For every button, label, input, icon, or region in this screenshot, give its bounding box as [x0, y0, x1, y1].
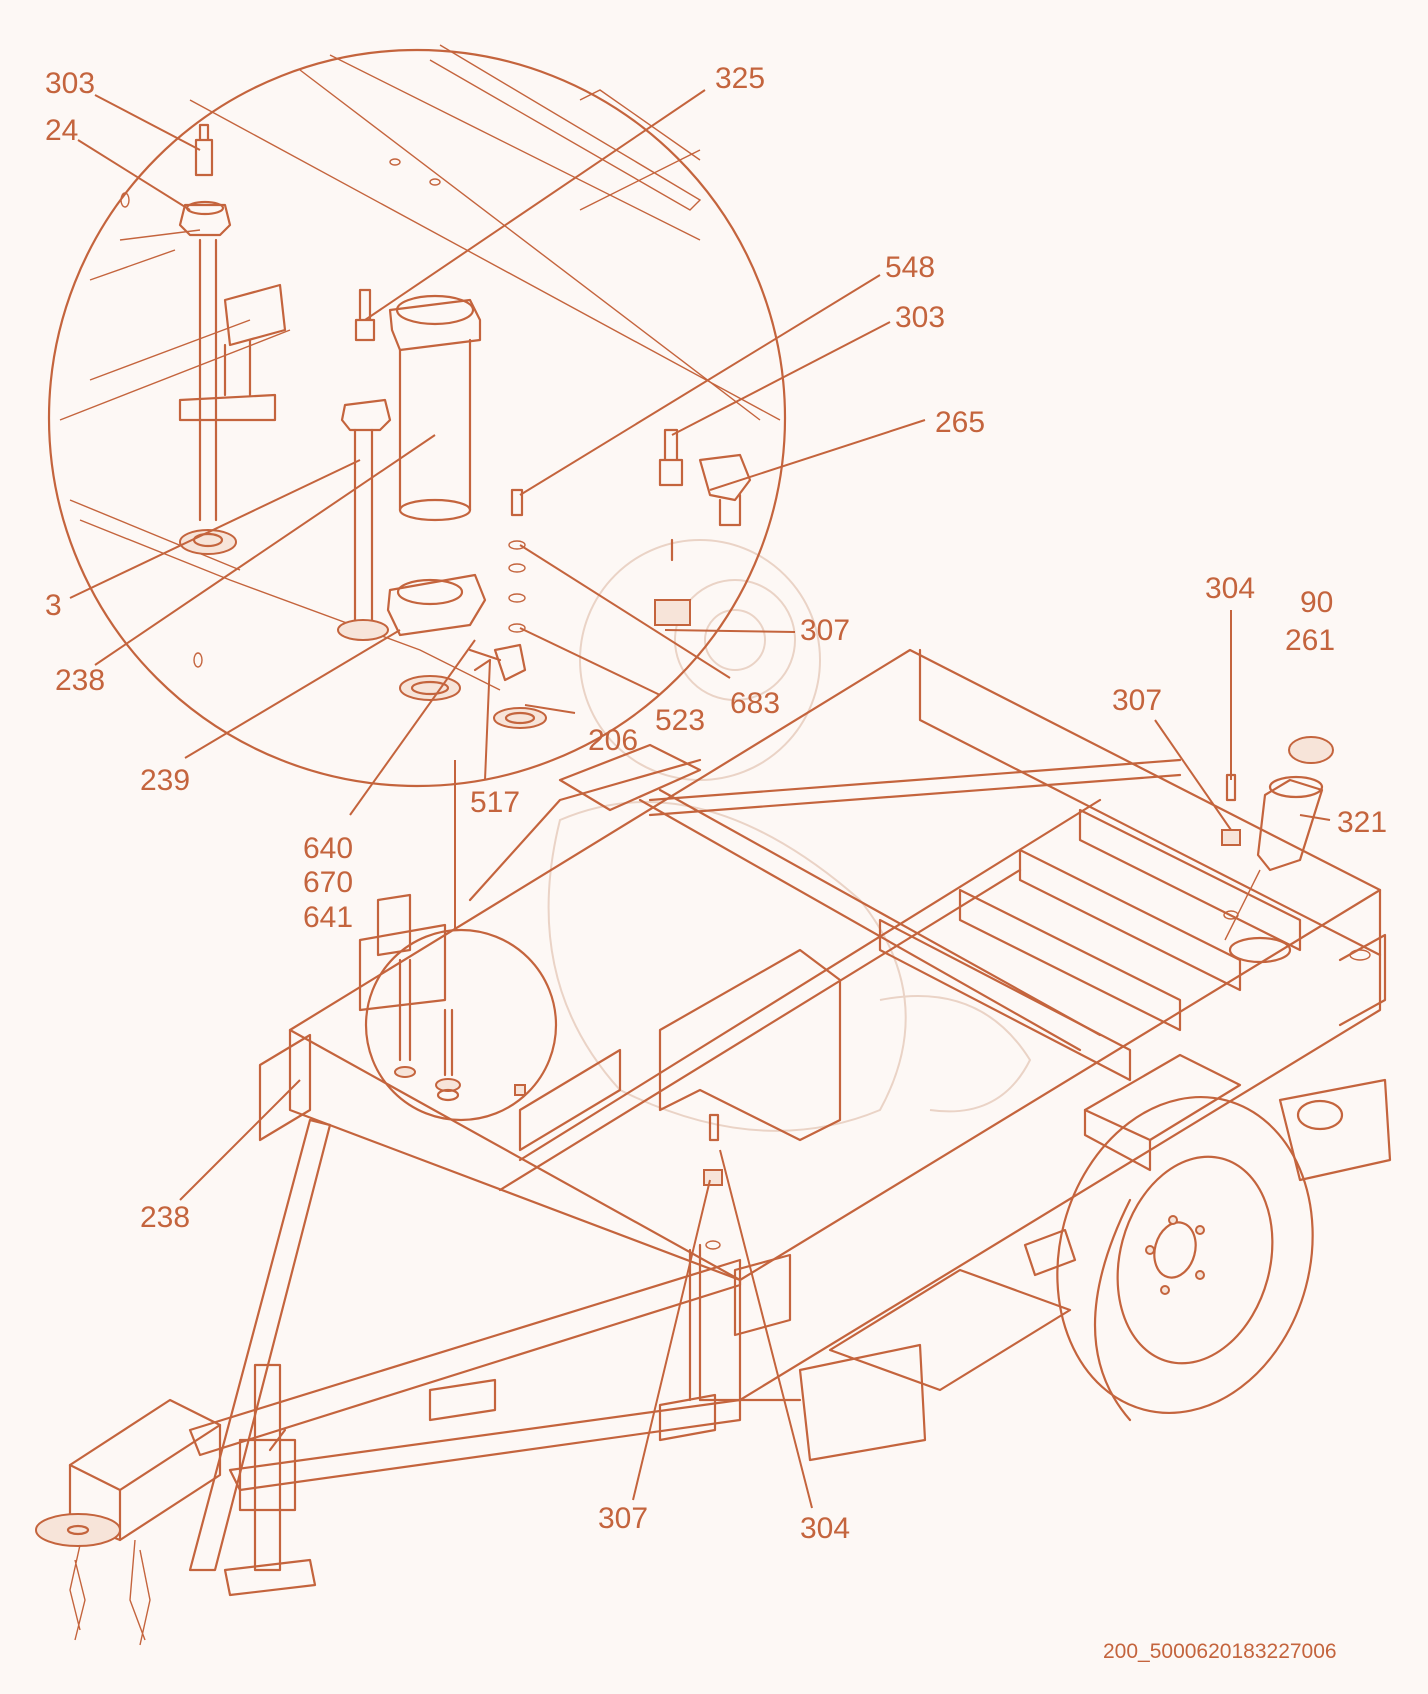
callout-239: 239 [140, 764, 190, 797]
callout-304-right: 304 [1205, 572, 1255, 605]
callout-3: 3 [45, 589, 62, 622]
detail-view [47, 44, 787, 788]
callout-303-right: 303 [895, 301, 945, 334]
tongue-hitch [35, 1118, 742, 1646]
callout-670: 670 [303, 866, 353, 899]
watermark-mascot [547, 539, 1032, 1132]
callout-206: 206 [588, 724, 638, 757]
leader-lines [69, 89, 1331, 1509]
callout-640: 640 [303, 832, 353, 865]
wheel-assembly [698, 1053, 1392, 1462]
trailer-frame [258, 648, 1387, 1402]
callout-641: 641 [303, 901, 353, 934]
callout-303-top: 303 [45, 67, 95, 100]
callout-325: 325 [715, 62, 765, 95]
callout-24: 24 [45, 114, 78, 147]
callout-321: 321 [1337, 806, 1387, 839]
callout-261: 261 [1285, 624, 1335, 657]
callout-548: 548 [885, 251, 935, 284]
callout-523: 523 [655, 704, 705, 737]
callout-265: 265 [935, 406, 985, 439]
drawing-code: 200_5000620183227006 [1103, 1640, 1337, 1663]
callout-307-detail: 307 [800, 614, 850, 647]
callout-labels: 303 24 325 548 303 265 3 238 307 683 523… [45, 62, 1387, 1663]
callout-304-bottom: 304 [800, 1512, 850, 1545]
callout-307-bottom: 307 [598, 1502, 648, 1535]
callout-517: 517 [470, 786, 520, 819]
callout-238-frame: 238 [140, 1201, 190, 1234]
callout-90: 90 [1300, 586, 1333, 619]
callout-238-detail: 238 [55, 664, 105, 697]
callout-683: 683 [730, 687, 780, 720]
callout-307-right: 307 [1112, 684, 1162, 717]
